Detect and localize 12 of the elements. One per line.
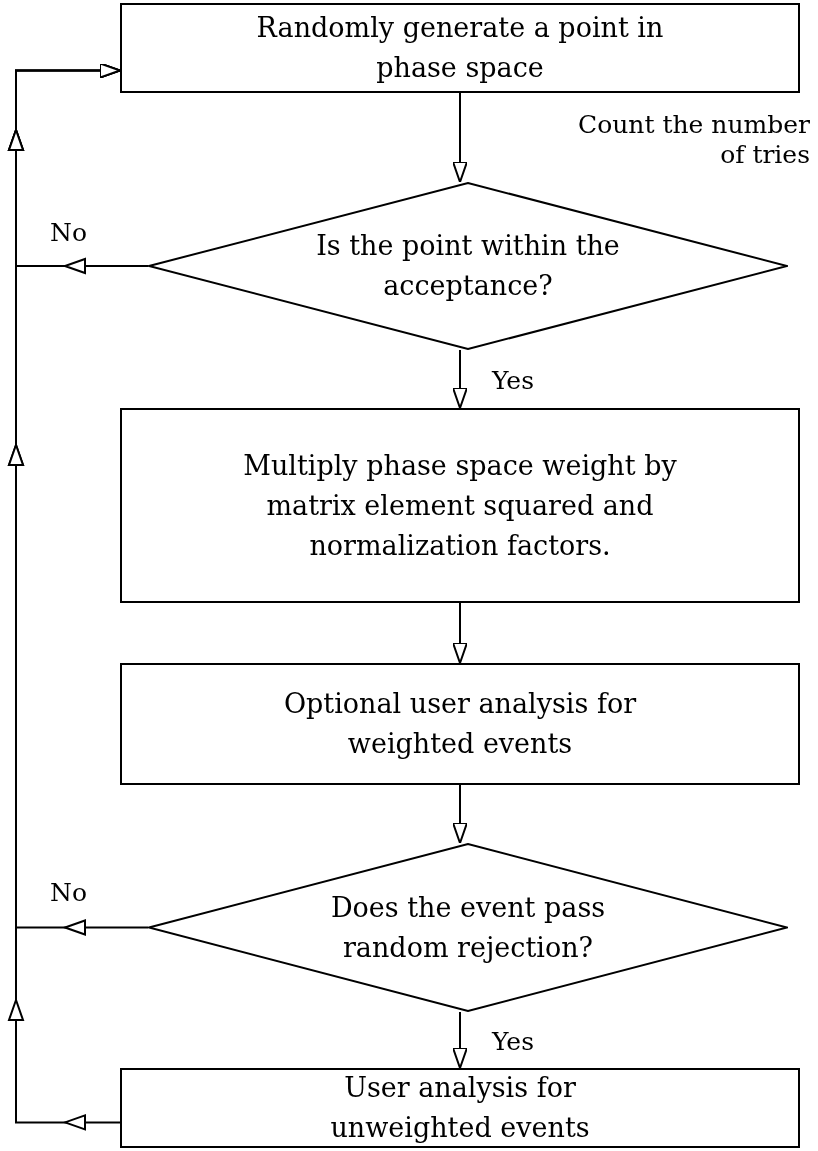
- decision-diamond: [148, 843, 788, 1012]
- step-text: Is the point within the acceptance?: [315, 229, 621, 303]
- decision-diamond: [148, 182, 788, 350]
- process-box: [120, 663, 800, 785]
- step-text: User analysis for unweighted events: [329, 1071, 591, 1145]
- step-text: Optional user analysis for weighted events: [282, 687, 638, 761]
- process-box: [120, 1068, 800, 1148]
- step-text: Does the event pass random rejection?: [329, 890, 607, 965]
- step-text: Multiply phase space weight by matrix element squared and normalization factors.: [242, 448, 678, 563]
- process-box: [120, 408, 800, 603]
- process-box: [120, 3, 800, 93]
- step-text: Randomly generate a point in phase space: [255, 11, 665, 85]
